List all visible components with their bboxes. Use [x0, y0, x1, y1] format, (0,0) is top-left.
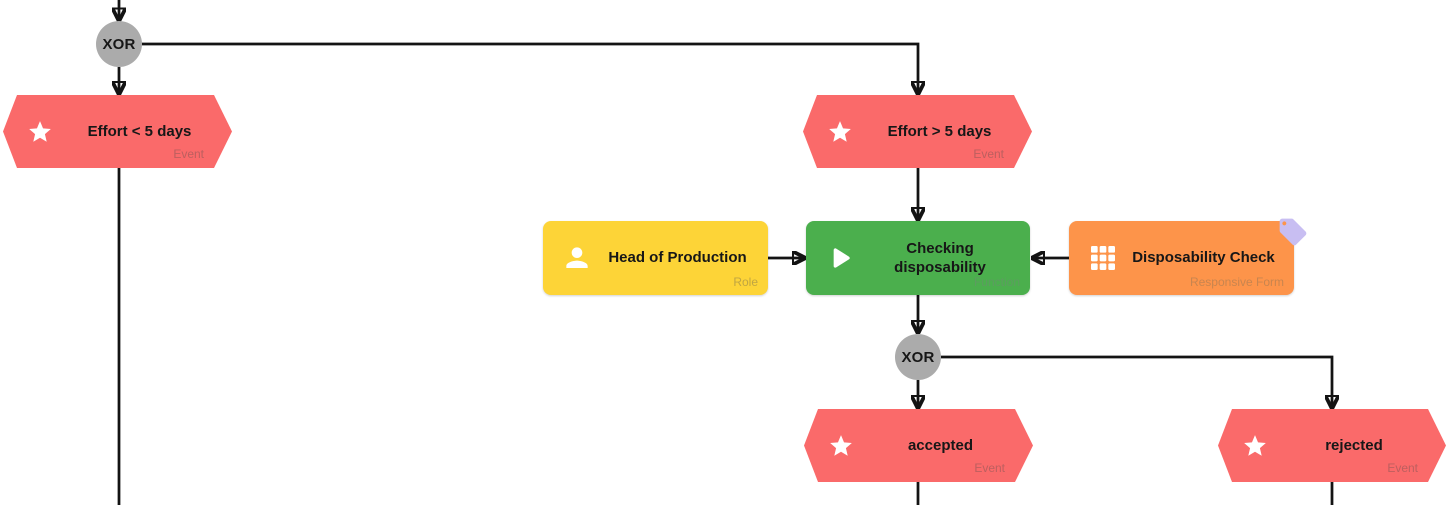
star-icon: [27, 119, 53, 145]
node-type-label: Event: [973, 147, 1004, 161]
node-type-label: Function: [973, 275, 1020, 289]
form-disposability-check[interactable]: Disposability Check Responsive Form: [1069, 218, 1307, 295]
node-label: Checking disposability: [894, 239, 986, 277]
xor-gateway-top[interactable]: XOR: [96, 21, 142, 67]
person-icon: [561, 242, 593, 274]
star-icon: [1242, 433, 1268, 459]
xor-gateway-bottom[interactable]: XOR: [895, 334, 941, 380]
star-icon: [827, 119, 853, 145]
star-icon: [828, 433, 854, 459]
function-checking-disposability[interactable]: Checking disposability Function: [806, 221, 1030, 295]
event-rejected[interactable]: rejected Event: [1218, 409, 1446, 482]
event-effort-lt-5-days[interactable]: Effort < 5 days Event: [3, 95, 232, 168]
gateway-label: XOR: [102, 35, 136, 53]
node-type-label: Event: [173, 147, 204, 161]
grid-icon: [1087, 242, 1119, 274]
tag-icon: [1277, 216, 1309, 248]
node-label: rejected: [1325, 436, 1383, 454]
role-head-of-production[interactable]: Head of Production Role: [543, 221, 768, 295]
event-accepted[interactable]: accepted Event: [804, 409, 1033, 482]
event-effort-gt-5-days[interactable]: Effort > 5 days Event: [803, 95, 1032, 168]
node-label: Disposability Check: [1132, 249, 1275, 267]
play-icon: [824, 242, 856, 274]
node-label: Effort < 5 days: [87, 122, 192, 140]
node-type-label: Responsive Form: [1189, 275, 1284, 289]
node-label: accepted: [907, 436, 974, 454]
node-type-label: Role: [733, 275, 758, 289]
node-label: Head of Production: [608, 249, 747, 267]
node-type-label: Event: [1387, 461, 1418, 475]
gateway-label: XOR: [901, 348, 935, 366]
node-type-label: Event: [974, 461, 1005, 475]
edge-xor1-to-effort-gt: [142, 42, 918, 94]
edge-xor2-to-rejected: [941, 355, 1332, 408]
node-label: Effort > 5 days: [887, 122, 992, 140]
